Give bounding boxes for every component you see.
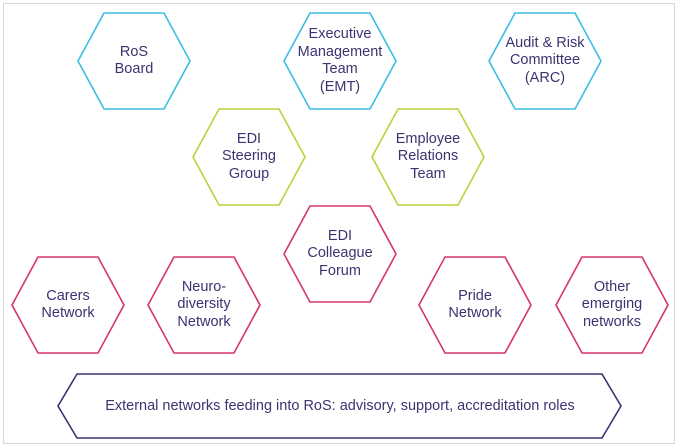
node-label-edi-steering: EDI Steering Group (221, 130, 276, 182)
diagram-border (3, 3, 675, 444)
hexagon-edi-steering (192, 108, 306, 206)
node-label-carers: Carers Network (41, 287, 95, 322)
hexagon-layer (11, 12, 669, 354)
hexagon-arc (488, 12, 602, 110)
external-networks-banner-label: External networks feeding into RoS: advi… (105, 398, 575, 414)
node-label-arc: Audit & Risk Committee (ARC) (505, 34, 585, 86)
hexagon-ros-board (77, 12, 191, 110)
hexagon-edi-colleague (283, 205, 397, 303)
hexagon-emt (283, 12, 397, 110)
node-label-emt: Executive Management Team (EMT) (297, 26, 383, 95)
node-label-neurodiversity: Neuro- diversity Network (177, 278, 231, 330)
hexagon-neurodiversity (147, 256, 261, 354)
hexagon-employee-relations (371, 108, 485, 206)
node-label-other: Other emerging networks (581, 278, 643, 330)
node-label-employee-relations: Employee Relations Team (395, 130, 461, 182)
hexagon-other (555, 256, 669, 354)
hexagon-carers (11, 256, 125, 354)
node-label-ros-board: RoS Board (114, 43, 154, 78)
node-label-pride: Pride Network (448, 287, 502, 322)
node-label-edi-colleague: EDI Colleague Forum (307, 227, 373, 279)
hexagon-pride (418, 256, 532, 354)
banner-shape (57, 373, 622, 439)
